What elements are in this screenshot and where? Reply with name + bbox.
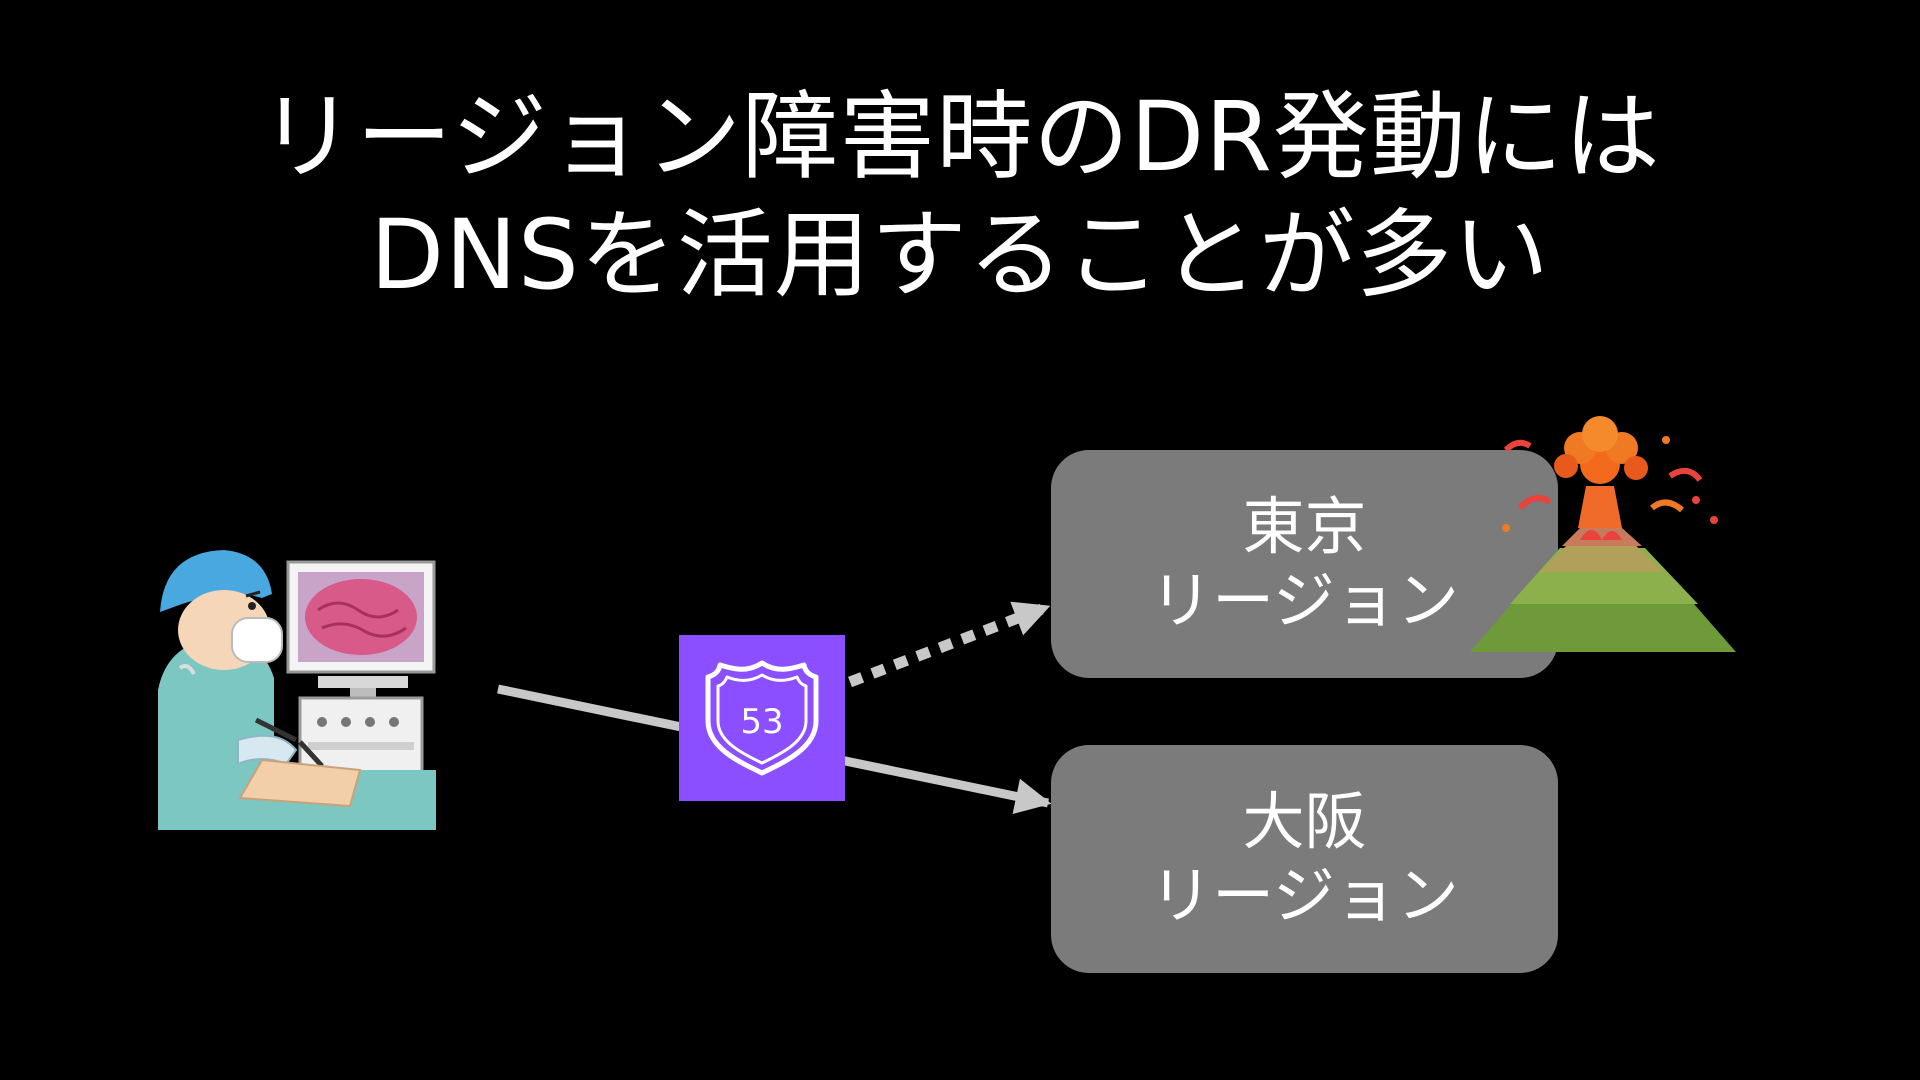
region-name-osaka: 大阪 [1242, 785, 1367, 858]
title-line-1: リージョン障害時のDR発動には [259, 81, 1661, 193]
route53-label: 53 [740, 702, 783, 742]
region-suffix-osaka: リージョン [1150, 859, 1459, 932]
region-name-tokyo: 東京 [1242, 490, 1367, 563]
region-box-osaka: 大阪 リージョン [1051, 745, 1558, 973]
route53-icon: 53 [679, 635, 845, 801]
operating-table-icon [158, 758, 436, 830]
slide-title: リージョン障害時のDR発動には DNSを活用することが多い [0, 78, 1920, 314]
route53-shield-icon: 53 [705, 660, 819, 776]
title-line-2: DNSを活用することが多い [370, 199, 1550, 311]
region-box-tokyo: 東京 リージョン [1051, 450, 1558, 678]
monitor-icon [286, 560, 436, 698]
arrow-dns-to-tokyo-dotted [848, 601, 1051, 688]
region-suffix-tokyo: リージョン [1150, 564, 1459, 637]
